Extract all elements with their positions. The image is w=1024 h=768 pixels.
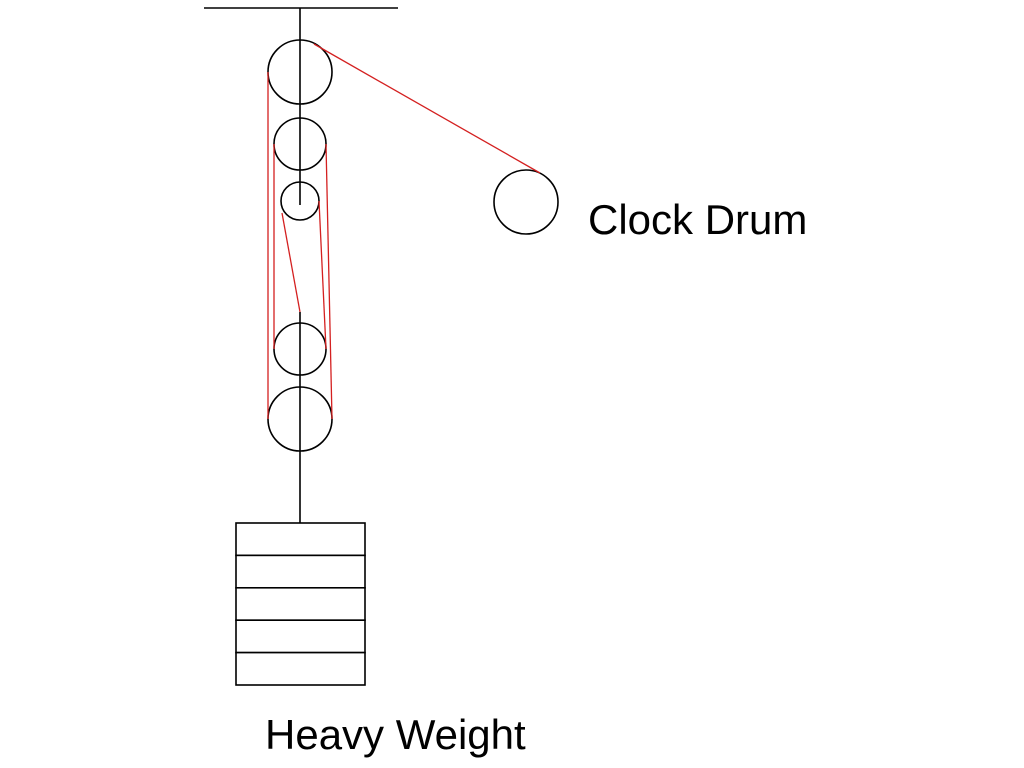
clock-drum [493, 169, 559, 235]
weight-block [235, 554, 366, 589]
rope-to-drum [313, 43, 541, 174]
weight-block [235, 619, 366, 654]
rope-outer-right [325, 143, 333, 420]
weight-block [235, 651, 366, 686]
rope-diagonal [281, 212, 301, 313]
rope-inner-right [318, 200, 327, 350]
heavy-weight-label: Heavy Weight [265, 711, 526, 758]
weight-block [235, 586, 366, 621]
heavy-weight [235, 522, 366, 686]
weight-block [235, 522, 366, 557]
clock-drum-label: Clock Drum [588, 196, 808, 243]
